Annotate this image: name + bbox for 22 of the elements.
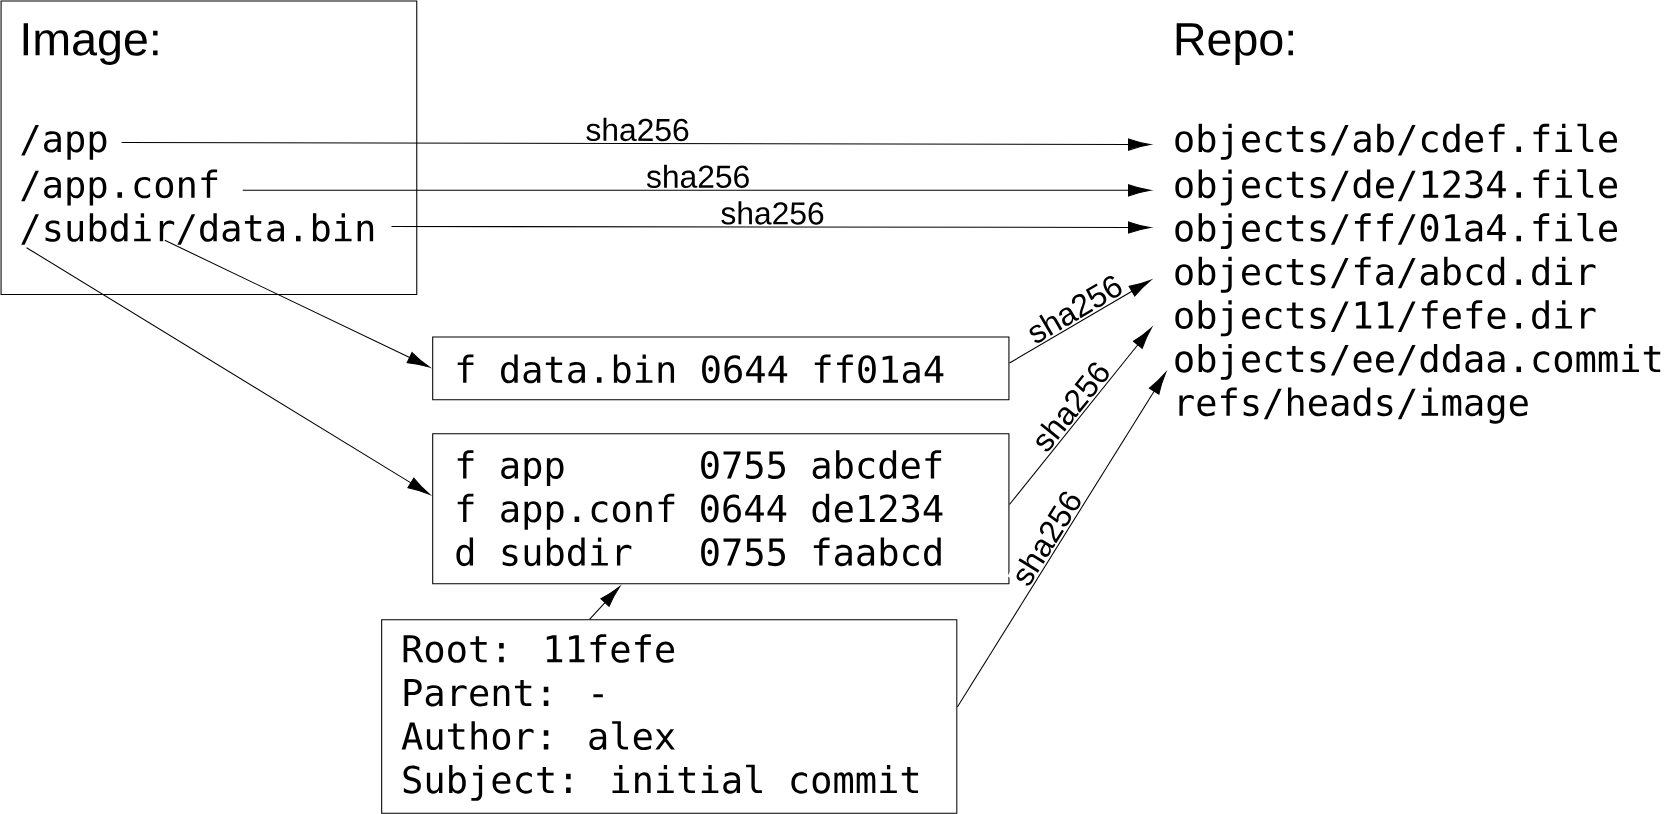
record-box: f data.bin 0644 ff01a4 xyxy=(432,336,1010,401)
path-text: /app.conf xyxy=(21,169,218,206)
arrow xyxy=(589,585,621,620)
object-path-text: objects/ab/cdef.file xyxy=(1175,123,1617,160)
path-text: /subdir/data.bin xyxy=(21,213,374,245)
object-path-text: objects/ee/ddaa.commit xyxy=(1175,343,1661,380)
record-box: f app 0755 abcdef f app.conf 0644 de1234 d subdir 0755 faabcd xyxy=(432,433,1010,585)
edge-label: sha256 xyxy=(584,116,691,143)
record-box: Root: 11fefe Parent: - Author: alex Subject: initial commit xyxy=(381,619,958,814)
object-path-text: objects/fa/abcd.dir xyxy=(1175,256,1596,293)
arrow xyxy=(1008,279,1152,364)
object-path-text: objects/11/fefe.dir xyxy=(1175,300,1596,337)
object-path-text: objects/de/1234.file xyxy=(1175,169,1617,206)
edge-label: sha256 xyxy=(719,200,826,226)
arrow xyxy=(956,372,1167,708)
arrow xyxy=(1008,327,1152,505)
edge-label: sha256 xyxy=(644,163,752,189)
arrow xyxy=(242,184,1151,197)
object-path-text: objects/ff/01a4.file xyxy=(1175,212,1617,249)
heading-text: Repo: xyxy=(1176,23,1293,65)
object-path-text: refs/heads/image xyxy=(1179,387,1528,424)
path-text: /app xyxy=(21,124,107,160)
